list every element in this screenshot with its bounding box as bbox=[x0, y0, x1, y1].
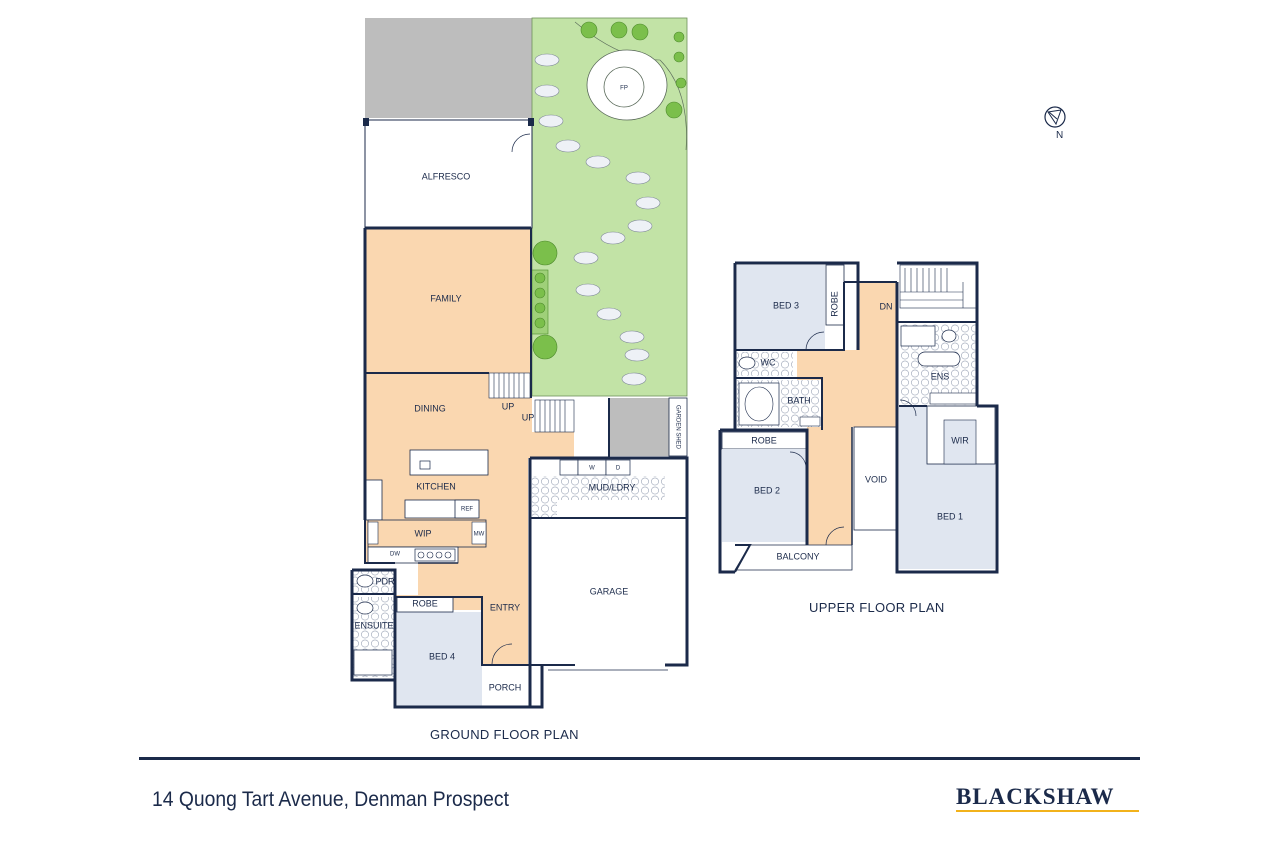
label-wir: WIR bbox=[951, 435, 969, 445]
kitchen-island bbox=[409, 449, 489, 476]
upper-floor-title: UPPER FLOOR PLAN bbox=[809, 600, 945, 615]
bed4-room bbox=[397, 612, 482, 706]
label-fire-pit: FP bbox=[620, 86, 628, 92]
label-wip: WIP bbox=[415, 528, 432, 538]
stairs-ground bbox=[488, 372, 575, 433]
brand-logo: BLACKSHAW bbox=[956, 784, 1115, 809]
label-entry: ENTRY bbox=[490, 602, 520, 612]
label-ref: REF bbox=[461, 507, 473, 513]
footer-divider bbox=[139, 757, 1140, 760]
label-bed4: BED 4 bbox=[429, 651, 455, 661]
label-bed3: BED 3 bbox=[773, 300, 799, 310]
garden-path-curve bbox=[574, 21, 687, 151]
living-zone bbox=[365, 373, 574, 665]
ground-floor-title: GROUND FLOOR PLAN bbox=[430, 727, 579, 742]
ground-walls bbox=[350, 226, 689, 709]
fire-pit bbox=[586, 49, 668, 121]
porch bbox=[484, 665, 528, 707]
label-robe-bed4: ROBE bbox=[412, 598, 438, 608]
brand-underline bbox=[956, 810, 1139, 812]
label-bed2: BED 2 bbox=[754, 485, 780, 495]
label-up-1: UP bbox=[502, 401, 515, 411]
label-bath: BATH bbox=[787, 395, 810, 405]
label-up-2: UP bbox=[522, 412, 535, 422]
label-dw: DW bbox=[390, 552, 400, 558]
family-room bbox=[365, 228, 531, 373]
label-kitchen: KITCHEN bbox=[416, 481, 456, 491]
label-balcony: BALCONY bbox=[776, 551, 819, 561]
label-washer: W bbox=[589, 466, 595, 472]
label-dryer: D bbox=[616, 466, 621, 472]
label-ensuite: ENSUITE bbox=[354, 620, 393, 630]
label-dn: DN bbox=[880, 301, 893, 311]
label-mw: MW bbox=[474, 532, 485, 538]
north-label: N bbox=[1056, 130, 1064, 141]
label-mud-ldry: MUD/LDRY bbox=[589, 482, 636, 492]
property-address: 14 Quong Tart Avenue, Denman Prospect bbox=[152, 788, 509, 811]
label-bed1: BED 1 bbox=[937, 511, 963, 521]
label-void: VOID bbox=[865, 474, 888, 484]
label-family: FAMILY bbox=[430, 293, 461, 303]
north-arrow-icon bbox=[1044, 106, 1066, 128]
garden-shed bbox=[668, 397, 688, 457]
bed2-room bbox=[722, 449, 807, 542]
stepping-stones bbox=[534, 53, 661, 386]
paved-area bbox=[365, 18, 532, 118]
label-garden-shed: GARDEN SHED bbox=[674, 405, 680, 450]
stairs-upper bbox=[899, 264, 978, 309]
label-porch: PORCH bbox=[489, 682, 522, 692]
label-pdr: PDR bbox=[375, 576, 395, 586]
upper-walls bbox=[718, 261, 999, 574]
upper-door-swings bbox=[789, 331, 917, 546]
label-wc: WC bbox=[761, 357, 776, 367]
fridge-space bbox=[454, 499, 480, 519]
garden-shed-paving bbox=[609, 398, 669, 456]
label-ens: ENS bbox=[931, 371, 950, 381]
bed3-room bbox=[737, 265, 825, 350]
label-robe-bed3: ROBE bbox=[829, 291, 839, 317]
label-dining: DINING bbox=[414, 403, 446, 413]
label-alfresco: ALFRESCO bbox=[422, 171, 471, 181]
upper-floor-plan bbox=[718, 261, 999, 574]
alfresco-area bbox=[364, 119, 533, 229]
void-area bbox=[853, 426, 898, 531]
label-robe-bed2: ROBE bbox=[751, 435, 777, 445]
shrubs bbox=[531, 21, 687, 360]
label-garage: GARAGE bbox=[590, 586, 629, 596]
garage-room bbox=[530, 518, 685, 665]
ground-floor-plan bbox=[350, 17, 689, 709]
